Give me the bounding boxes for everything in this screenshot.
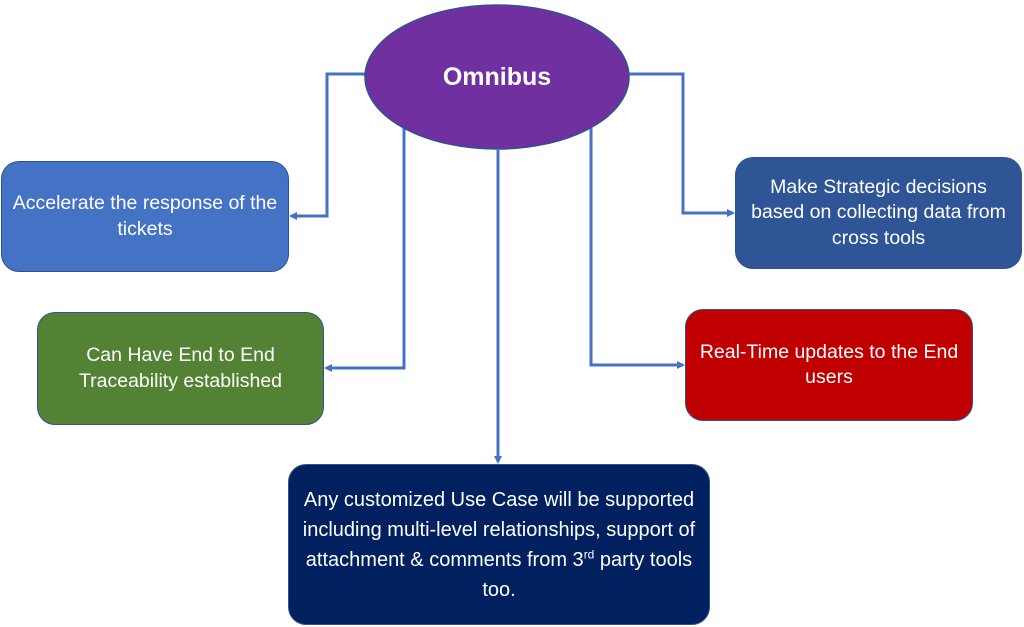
hub-label: Omnibus [442, 62, 552, 91]
node-custom-use-case: Any customized Use Case will be supporte… [288, 464, 710, 625]
text-before: Any customized Use Case will be supporte… [302, 488, 696, 571]
node-custom-use-case-text: Any customized Use Case will be supporte… [299, 485, 699, 605]
connector-realtime [589, 127, 685, 369]
connector-strategic [628, 72, 735, 217]
node-strategic-decisions: Make Strategic decisions based on collec… [735, 157, 1022, 269]
connector-accelerate [289, 72, 366, 220]
text-after: party tools too. [482, 548, 693, 601]
superscript: rd [583, 546, 595, 561]
hub-ellipse [364, 4, 630, 150]
node-accelerate: Accelerate the response of the tickets [1, 161, 289, 272]
connector-traceability [324, 126, 406, 372]
node-realtime-updates: Real-Time updates to the End users [685, 309, 973, 421]
node-traceability: Can Have End to End Traceability establi… [37, 312, 324, 425]
